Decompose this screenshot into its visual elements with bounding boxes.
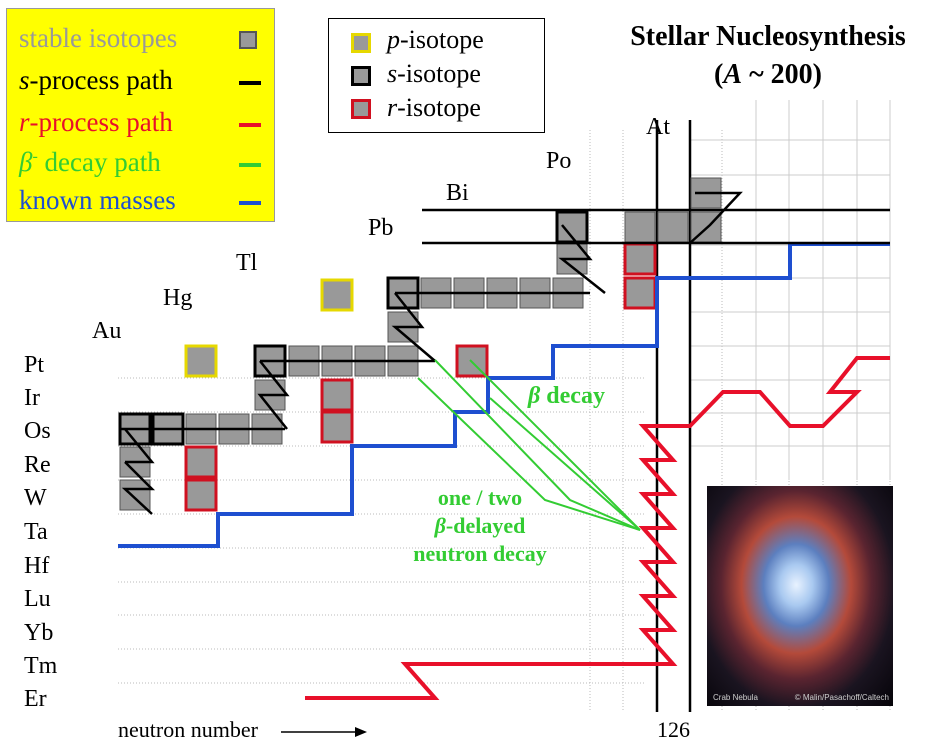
s-process-zigzag (257, 360, 290, 430)
isotope-cell (320, 278, 354, 312)
element-label-lu: Lu (24, 586, 51, 612)
beta-decay-path (469, 359, 641, 531)
s-process-zigzag (391, 292, 436, 362)
element-label-er: Er (24, 686, 47, 712)
beta-decay-path (489, 397, 641, 531)
isotope-cell (184, 445, 218, 479)
element-label-w: W (24, 485, 47, 511)
s-isotope-label: s-isotope (387, 59, 481, 88)
s-process-zigzag (558, 224, 606, 294)
p-isotope-swatch (351, 33, 371, 53)
r-path-swatch (239, 123, 261, 127)
title-line-1: Stellar Nucleosynthesis (630, 21, 906, 52)
isotope-cell (623, 276, 657, 310)
isotope-cell (184, 478, 218, 512)
element-label-tm: Tm (24, 653, 58, 679)
isotope-type-legend: p-isotope s-isotope r-isotope (328, 18, 545, 133)
element-label-po: Po (546, 148, 572, 174)
beta-decay-path (434, 359, 641, 531)
isotope-cell (119, 479, 151, 511)
element-label-os: Os (24, 418, 51, 444)
element-label-pt: Pt (24, 352, 45, 378)
crab-nebula-photo: Crab Nebula© Malin/Pasachoff/Caltech (707, 486, 893, 706)
known-masses-swatch (239, 201, 261, 205)
process-paths (118, 191, 890, 700)
element-label-bi: Bi (446, 180, 469, 206)
element-label-hg: Hg (163, 285, 193, 311)
s-process-zigzag (121, 461, 156, 515)
isotope-cell (320, 378, 354, 412)
element-label-yb: Yb (24, 620, 54, 646)
element-label-re: Re (24, 452, 51, 478)
beta-decay-label: β decay (528, 383, 605, 409)
legend-r-path-label: r-process path (19, 107, 173, 137)
element-label-tl: Tl (236, 250, 258, 276)
isotope-cell (624, 211, 656, 243)
axis-arrow-icon (281, 726, 368, 737)
element-label-au: Au (92, 318, 122, 344)
legend-stable-label: stable isotopes (19, 23, 178, 53)
legend-known-masses-label: known masses (19, 185, 176, 215)
stable-isotope-swatch (239, 31, 257, 49)
title-line-2: (A ~ 200) (714, 59, 822, 90)
p-isotope-label: p-isotope (387, 25, 484, 54)
isotope-cell (657, 211, 689, 243)
s-process-zigzag (124, 428, 155, 464)
known-masses-path (118, 242, 890, 548)
axis-label: neutron number (118, 717, 368, 743)
element-label-ir: Ir (24, 385, 40, 411)
s-process-zigzag (689, 191, 743, 244)
legend-beta-path-label: β- decay path (19, 147, 161, 177)
r-isotope-swatch (351, 99, 371, 119)
r-process-path (305, 356, 890, 700)
beta-delayed-neutron-label: one / two β-delayed neutron decay (413, 485, 547, 566)
isotope-cell (623, 242, 657, 276)
page-title: Stellar Nucleosynthesis (A ~ 200) (598, 18, 938, 94)
beta-decay-path (417, 377, 641, 531)
isotope-cell (184, 344, 218, 378)
element-label-pb: Pb (368, 215, 394, 241)
element-label-ta: Ta (24, 519, 48, 545)
s-isotope-swatch (351, 66, 371, 86)
element-label-at: At (646, 114, 670, 140)
beta-path-swatch (239, 163, 261, 167)
r-isotope-label: r-isotope (387, 93, 481, 122)
isotope-cell (320, 410, 354, 444)
isotope-cells (118, 177, 722, 512)
process-legend: stable isotopes s-process path r-process… (6, 8, 275, 222)
s-path-swatch (239, 81, 261, 85)
legend-s-path-label: s-process path (19, 65, 173, 95)
element-label-hf: Hf (24, 553, 50, 579)
magic-number-label: 126 (657, 717, 690, 742)
